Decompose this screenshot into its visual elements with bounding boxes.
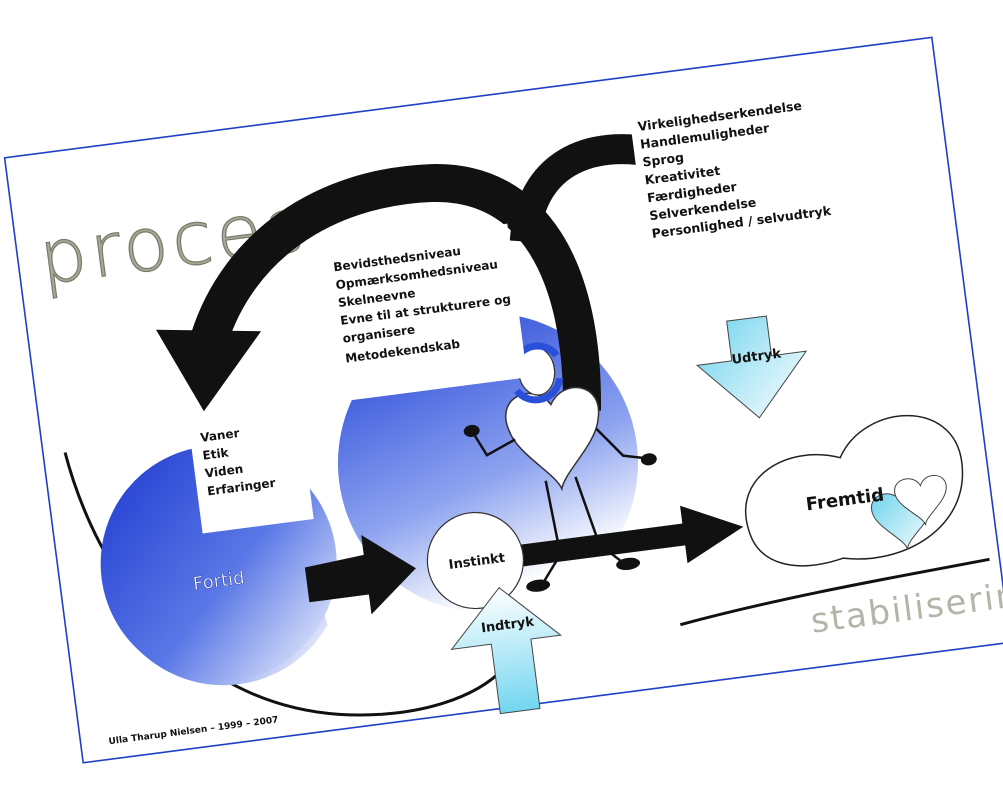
list-item: Sprog — [642, 149, 685, 169]
expression-arrow — [695, 315, 808, 419]
expression-label: Udtryk — [731, 346, 782, 367]
instinct-circle — [426, 511, 525, 610]
present-to-future-arrowhead — [680, 505, 744, 564]
figure-foot-right — [616, 557, 641, 571]
impression-arrow — [450, 587, 562, 715]
present-to-future-shaft — [520, 522, 693, 567]
figure-arm-left — [473, 433, 516, 457]
figure-leg-right — [574, 476, 623, 563]
left-list: Vaner Etik Viden Erfaringer — [199, 426, 276, 499]
head-cycle-arrow-bottom — [514, 377, 564, 404]
realization-box — [627, 73, 866, 251]
list-item: Vaner — [199, 426, 240, 445]
list-item: Etik — [202, 445, 231, 462]
consciousness-box — [323, 223, 528, 402]
figure-heart — [505, 386, 600, 492]
figure-arm-right — [595, 427, 644, 460]
list-item: Viden — [204, 462, 244, 481]
heart-2 — [894, 474, 947, 526]
impression-label: Indtryk — [480, 615, 535, 637]
figure-leg-left — [542, 480, 562, 583]
upper-right-arrow — [509, 134, 663, 244]
figure-foot-left — [526, 579, 551, 592]
big-loop-arrowhead — [156, 329, 262, 412]
instinct-label: Instinkt — [448, 551, 506, 573]
diagram-card: proces — [3, 36, 1003, 764]
past-to-present-arrow — [304, 535, 416, 615]
figure-hand-left — [463, 424, 480, 437]
big-loop-arrow — [191, 164, 601, 411]
figure-hand-right — [640, 453, 657, 466]
stabilization-curve — [679, 557, 990, 627]
habits-box — [187, 404, 314, 534]
